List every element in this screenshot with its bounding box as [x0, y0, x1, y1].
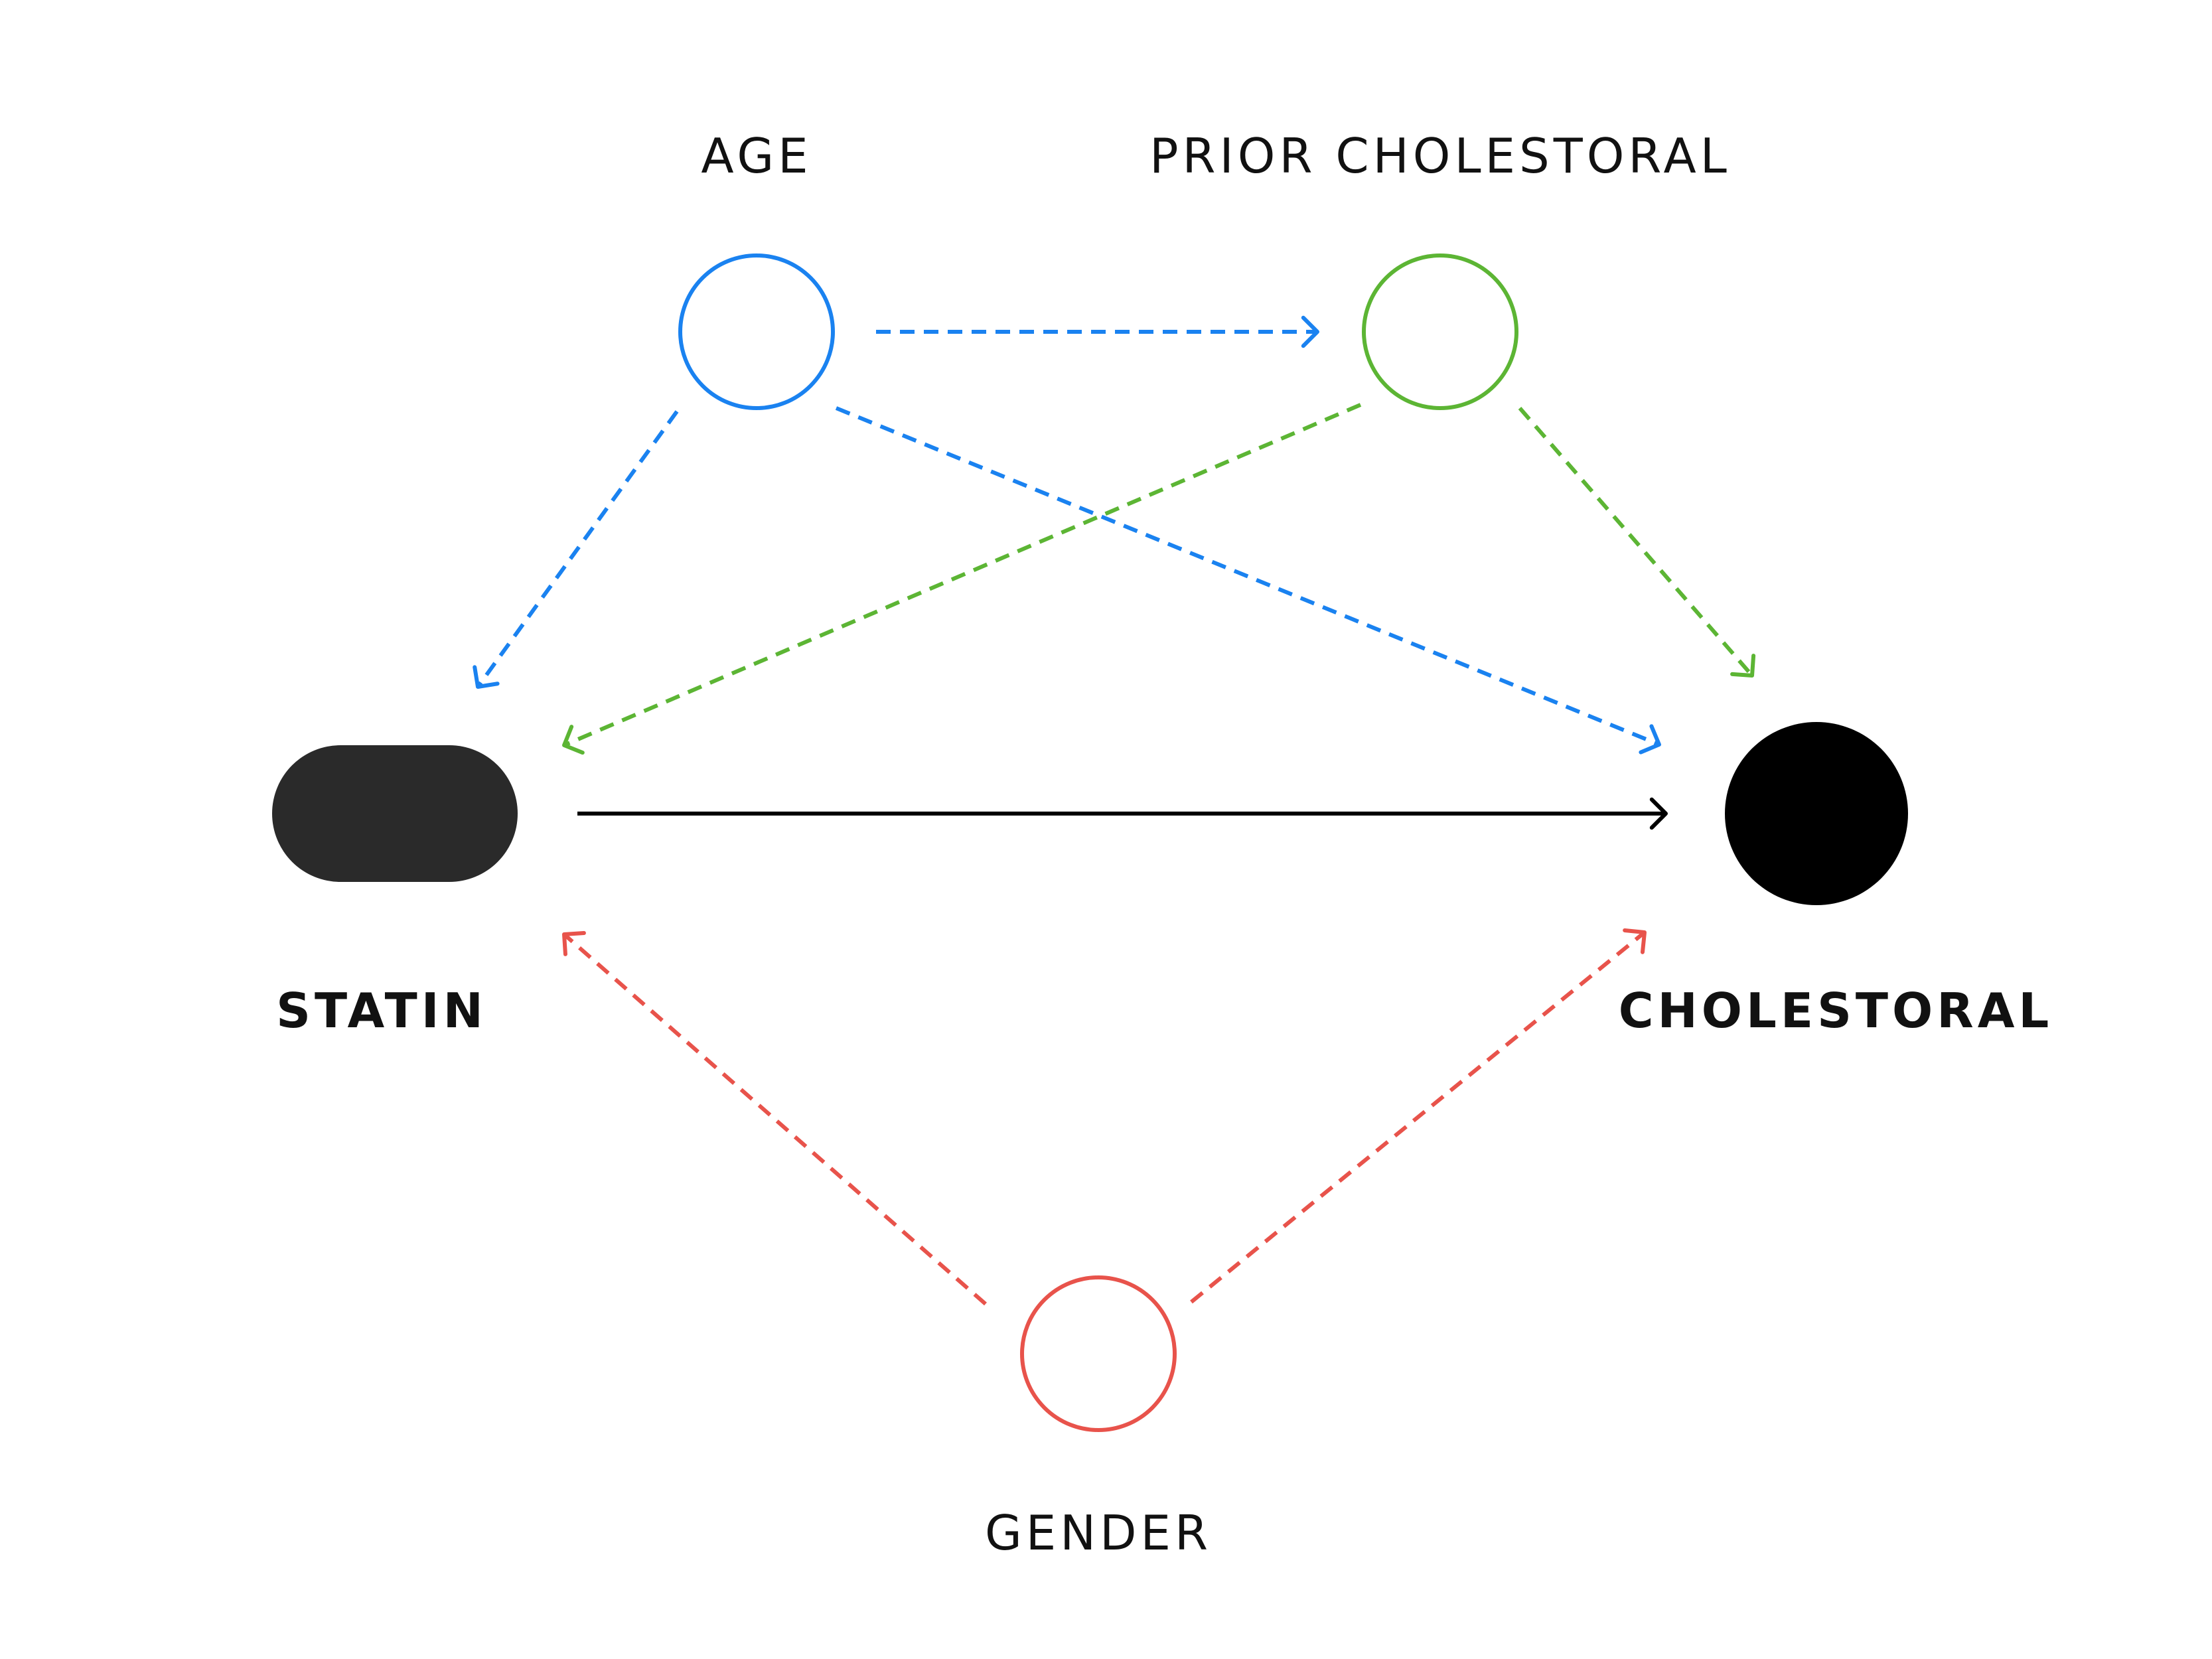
edge-line	[835, 406, 1660, 747]
label-age: AGE	[701, 128, 812, 184]
node-statin[interactable]	[272, 745, 518, 882]
arrowhead-icon	[562, 725, 585, 755]
arrowhead-icon	[1649, 797, 1668, 830]
arrowhead-icon	[1301, 315, 1319, 348]
label-cholestoral: CHOLESTORAL	[1619, 983, 2053, 1039]
arrowhead-icon	[1623, 928, 1647, 954]
edge-age-to-cholestoral	[835, 406, 1661, 755]
edge-age-to-statin	[473, 410, 679, 689]
arrowhead-icon	[473, 665, 500, 689]
edge-line	[1518, 407, 1754, 677]
edge-gender-to-cholestoral	[1190, 928, 1647, 1304]
edge-gender-to-statin	[562, 931, 987, 1306]
edge-line	[476, 410, 679, 688]
edges-group	[473, 315, 1756, 1306]
edge-statin-to-cholestoral	[577, 797, 1668, 830]
label-prior-cholestoral: PRIOR CHOLESTORAL	[1149, 128, 1731, 184]
node-gender[interactable]	[1020, 1275, 1177, 1432]
node-prior-cholestoral[interactable]	[1362, 253, 1518, 410]
edge-line	[563, 932, 987, 1306]
edge-age-to-prior	[876, 315, 1319, 348]
edge-prior-to-cholestoral	[1518, 407, 1756, 678]
label-gender: GENDER	[985, 1505, 1212, 1561]
label-statin: STATIN	[276, 983, 487, 1039]
arrowhead-icon	[562, 931, 586, 956]
edge-prior-to-statin	[562, 403, 1362, 755]
arrowhead-icon	[1730, 654, 1756, 678]
node-cholestoral[interactable]	[1725, 722, 1908, 905]
arrowhead-icon	[1639, 724, 1661, 755]
edge-line	[563, 403, 1362, 747]
edge-line	[1190, 930, 1646, 1304]
node-age[interactable]	[678, 253, 835, 410]
